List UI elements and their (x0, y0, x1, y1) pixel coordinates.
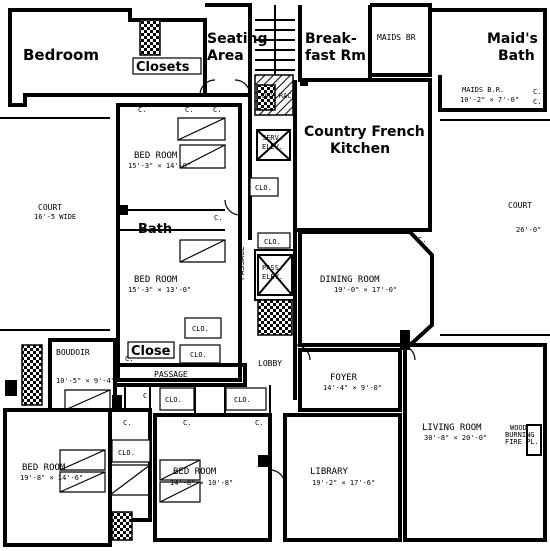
service-elev-label: SERV. (262, 134, 283, 142)
foyer-dims: 14'-4" × 9'-0" (323, 384, 382, 392)
closet-label: C. (125, 355, 133, 363)
clo-label: CLO. (165, 396, 182, 404)
kitchen-label: Kitchen (330, 141, 390, 157)
bed-room-4-label: BED ROOM (173, 467, 217, 477)
dining-room-label: DINING ROOM (320, 275, 380, 285)
clo-label: CLO. (264, 238, 281, 246)
closet-label: C. (138, 106, 146, 114)
court-left-dims: 16'-5 WIDE (34, 213, 76, 221)
fireplace-label: FIRE PL. (505, 438, 539, 446)
seating-area-label: Area (207, 48, 244, 64)
court-left-label: COURT (38, 203, 62, 212)
court-right-dims: 26'-0" (516, 226, 541, 234)
breakfast-room-label: fast Rm (305, 48, 366, 64)
boudoir-tile (21, 344, 43, 406)
bed-room-3-label: BED ROOM (22, 463, 66, 473)
walls (0, 3, 550, 547)
maids-br-label: MAIDS BR (377, 33, 416, 42)
doors (199, 79, 416, 486)
bed-room-2-label: BED ROOM (134, 275, 178, 285)
seating-area-label: Seating (207, 31, 268, 47)
closet-label: C. (123, 419, 131, 427)
furniture (59, 117, 226, 503)
court-right-label: COURT (508, 201, 532, 210)
bed-room-4-dims: 14'-8" × 10'-8" (170, 479, 233, 487)
maids-bath-label: Maid's (487, 31, 538, 47)
closet-label: C. (143, 392, 151, 400)
room-labels: Bedroom Seating Area Break- fast Rm MAID… (20, 31, 542, 487)
boudoir-dims: 10'-5" × 9'-4" (56, 377, 115, 385)
maids-bath-label: Bath (498, 48, 535, 64)
closet-label: C. (185, 106, 193, 114)
foyer-label: FOYER (330, 373, 358, 383)
clo-markers: CLO. CLO. CLO. CLO. CLO. CLO. CLO. (111, 177, 291, 463)
pass-elev-label: PASS. (262, 264, 283, 272)
bedroom-top-label: Bedroom (23, 46, 99, 64)
closet-label: C. (214, 214, 222, 222)
closet-markers: C. C. C. C. C. C. C. C. C. C. C. C. (123, 88, 541, 427)
maids-br-small-dims: 10'-2" × 7'-0" (460, 96, 519, 104)
library-label: LIBRARY (310, 467, 349, 477)
stairs (255, 5, 295, 75)
bath-label: Bath (138, 222, 172, 237)
wall-details (5, 78, 410, 467)
closet-label: C. (213, 106, 221, 114)
elevators (256, 129, 293, 296)
clo-label: CLO. (234, 396, 251, 404)
bed-room-3-dims: 19'-8" × 14'-6" (20, 474, 83, 482)
service-shaft (256, 84, 276, 111)
clo-label: CLO. (255, 184, 272, 192)
dining-room-dims: 19'-0" × 17'-0" (334, 286, 397, 294)
breakfast-room-label: Break- (305, 31, 357, 47)
dry-rack-label: DRY RACK (262, 92, 297, 100)
library-dims: 19'-2" × 17'-6" (312, 479, 375, 487)
pass-elev-label: ELEV. (262, 273, 283, 281)
closets-label: Closets (136, 60, 190, 75)
clo-label: CLO. (190, 351, 207, 359)
living-room-label: LIVING ROOM (422, 423, 482, 433)
lobby-label: LOBBY (258, 359, 282, 368)
closet-label: C. (533, 88, 541, 96)
maids-br-small-label: MAIDS B.R. (462, 86, 504, 94)
closet-label: C. (183, 419, 191, 427)
textures (21, 19, 294, 541)
passage-horizontal-label: PASSAGE (154, 370, 188, 379)
bottom-tile (111, 511, 133, 541)
passage-vertical-label: PASSAGE (237, 246, 246, 280)
kitchen-label: Country French (304, 124, 425, 140)
fireplace-label: WOOD (510, 424, 527, 432)
clo-label: CLO. (118, 449, 135, 457)
boudoir-label: BOUDOIR (56, 348, 90, 357)
bed-room-1-label: BED ROOM (134, 151, 178, 161)
clo-label: CLO. (192, 325, 209, 333)
closet-label: C. (418, 236, 426, 244)
bed-room-2-dims: 15'-3" × 13'-0" (128, 286, 191, 294)
lobby-shaft (257, 299, 293, 336)
living-room-dims: 30'-8" × 20'-0" (424, 434, 487, 442)
service-elev-label: ELEV. (262, 143, 283, 151)
closet-label: C. (255, 419, 263, 427)
fireplace-label: BURNING (505, 431, 535, 439)
closet-label: C. (533, 98, 541, 106)
close-label: Close (131, 344, 171, 359)
bed-room-1-dims: 15'-3" × 14'-0" (128, 162, 191, 170)
closet-checker (139, 19, 161, 56)
